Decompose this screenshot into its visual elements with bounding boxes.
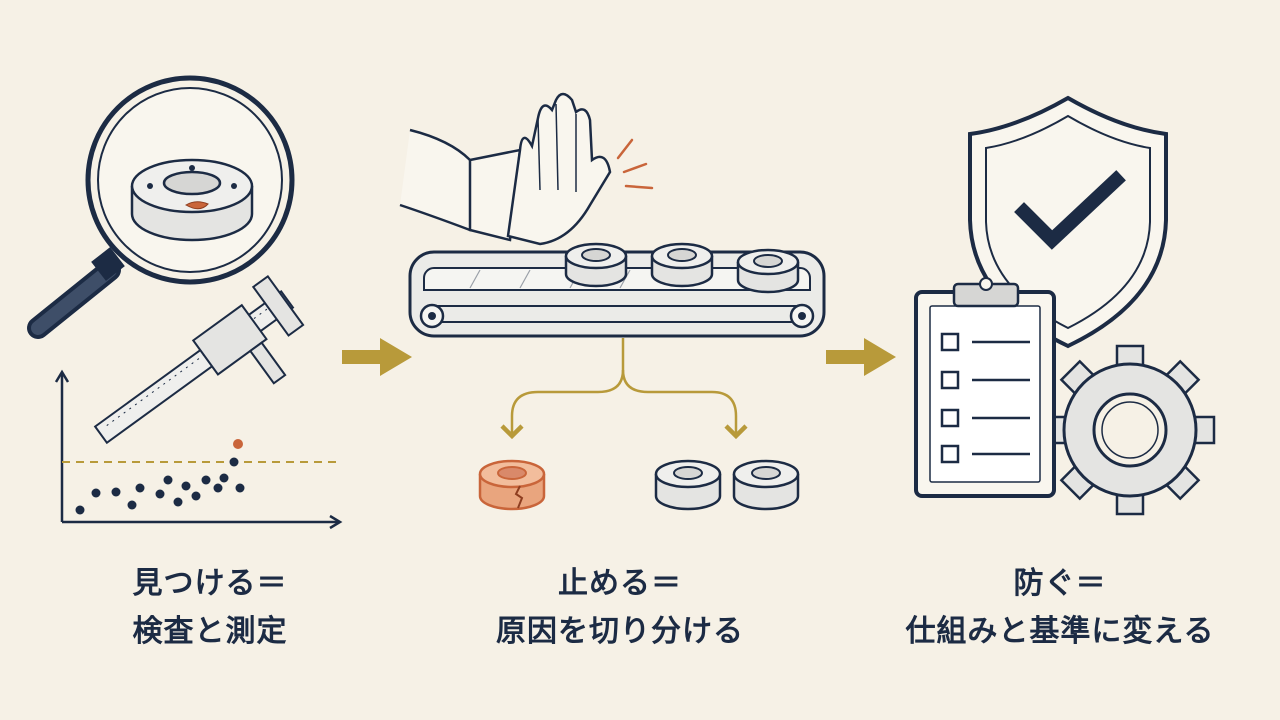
step-find-caption: 見つける＝ 検査と測定 bbox=[60, 560, 360, 656]
step-find-description: 検査と測定 bbox=[132, 614, 288, 649]
step-prevent-description: 仕組みと基準に変える bbox=[905, 614, 1215, 649]
step-stop-description: 原因を切り分ける bbox=[496, 614, 744, 649]
good-ring-icon bbox=[654, 459, 722, 511]
step-prevent-title: 防ぐ＝ bbox=[1013, 566, 1107, 601]
step-prevent-caption: 防ぐ＝ 仕組みと基準に変える bbox=[860, 560, 1260, 656]
arrow-right-icon bbox=[826, 338, 896, 376]
magnifying-glass-icon bbox=[27, 75, 295, 339]
step-stop-title: 止める＝ bbox=[558, 566, 682, 601]
ring-on-belt bbox=[564, 242, 628, 288]
ring-on-belt bbox=[736, 248, 800, 294]
inspected-part-icon bbox=[130, 158, 254, 242]
gear-icon bbox=[1044, 344, 1216, 516]
caliper-icon bbox=[93, 274, 305, 445]
split-arrows bbox=[500, 338, 748, 440]
stop-hand-icon bbox=[399, 92, 654, 246]
scatter-plot-icon bbox=[54, 369, 343, 530]
outlier-point bbox=[233, 439, 243, 449]
clipboard-checklist-icon bbox=[914, 277, 1056, 498]
shield-check-icon bbox=[968, 95, 1168, 349]
good-ring-icon bbox=[732, 459, 800, 511]
step-find-title: 見つける＝ bbox=[132, 566, 288, 601]
ring-on-belt bbox=[650, 242, 714, 288]
step-stop-caption: 止める＝ 原因を切り分ける bbox=[440, 560, 800, 656]
defective-ring-icon bbox=[478, 459, 546, 511]
arrow-right-icon bbox=[342, 338, 412, 376]
